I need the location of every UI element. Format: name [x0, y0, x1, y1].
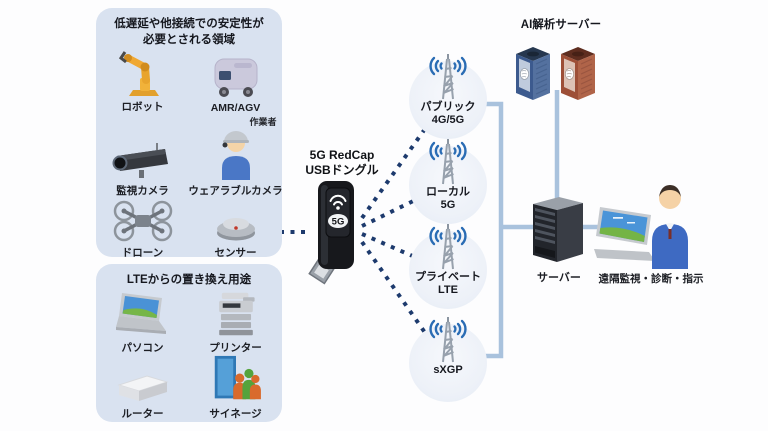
- dongle-5g-badge: 5G: [332, 217, 345, 228]
- dongle-to-local5g-dotted-line: [361, 186, 441, 228]
- box-title-line2: 必要とされる領域: [143, 33, 235, 46]
- operator-person-icon: [652, 185, 688, 269]
- surveillance-camera-icon: [112, 143, 168, 179]
- network-local-label-line2: 5G: [440, 199, 456, 212]
- usb-dongle-icon: 5G: [308, 181, 354, 285]
- sensor-label: センサー: [214, 247, 257, 260]
- router-item: ルーター: [98, 355, 188, 421]
- box-title-line1: 低遅延や他接続での安定性が: [114, 18, 264, 30]
- antenna-tower-icon: [429, 224, 467, 270]
- drone-label: ドローン: [121, 247, 164, 260]
- network-private-label-line2: LTE: [438, 284, 458, 297]
- amr-agv-icon: [214, 58, 257, 98]
- network-public-4g5g: パブリック 4G/5G: [409, 54, 487, 139]
- network-private-label-line1: プライベート: [415, 271, 481, 283]
- robot-item: ロボット: [98, 50, 188, 114]
- worker-label: 作業者: [249, 117, 277, 128]
- lte-box-title: LTEからの置き換え用途: [126, 274, 252, 286]
- network-sxgp: sXGP: [409, 317, 487, 402]
- signage-item: サイネージ: [191, 355, 281, 421]
- network-bracket-line: [481, 101, 504, 359]
- lte-replacement-box: LTEからの置き換え用途 パソコン: [96, 264, 282, 422]
- lte-devices-grid: パソコン プリンター: [96, 291, 282, 421]
- amr-agv-label: AMR/AGV: [210, 102, 261, 115]
- drone-icon: [113, 200, 172, 242]
- printer-item: プリンター: [191, 291, 281, 355]
- antenna-tower-icon: [429, 317, 467, 363]
- dongle-to-privatelte-dotted-line: [361, 232, 441, 270]
- network-public-label-line2: 4G/5G: [431, 114, 465, 127]
- laptop-icon: [115, 292, 166, 334]
- network-public-label-line1: パブリック: [420, 101, 476, 113]
- amr-agv-item: AMR/AGV: [191, 50, 281, 114]
- wearable-camera-label: ウェアラブルカメラ: [188, 185, 283, 198]
- surveillance-camera-item: 監視カメラ: [98, 114, 188, 198]
- robot-icon: [118, 51, 159, 97]
- pc-item: パソコン: [98, 291, 188, 355]
- server-tower-icon: [533, 197, 583, 262]
- sensor-icon: [216, 218, 255, 241]
- antenna-tower-icon: [429, 139, 467, 185]
- low-latency-areas-box: 低遅延や他接続での安定性が 必要とされる領域 ロボット: [96, 8, 283, 260]
- sensor-item: センサー: [191, 198, 281, 260]
- router-icon: [116, 374, 169, 401]
- network-sxgp-label-line1: sXGP: [433, 364, 463, 376]
- router-label: ルーター: [121, 407, 164, 420]
- dongle-to-sxgp-dotted-line: [360, 240, 446, 362]
- dongle-title-line1: 5G RedCap: [309, 148, 375, 162]
- network-private-lte: プライベート LTE: [409, 224, 487, 309]
- drone-item: ドローン: [98, 198, 188, 260]
- surveillance-camera-label: 監視カメラ: [116, 185, 169, 198]
- server-label: サーバー: [537, 272, 581, 284]
- antenna-tower-icon: [429, 54, 467, 100]
- printer-label: プリンター: [209, 341, 262, 354]
- signage-icon: [214, 355, 261, 399]
- wearable-camera-item: 作業者 ウェアラブルカメラ: [188, 114, 283, 198]
- devices-grid: ロボット AMR/AGV: [96, 50, 283, 260]
- low-latency-box-title: 低遅延や他接続での安定性が 必要とされる領域: [96, 8, 282, 48]
- ai-analysis-server-blue-icon: [516, 47, 550, 100]
- dongle-title-line2: USBドングル: [305, 163, 379, 177]
- pc-label: パソコン: [121, 341, 164, 354]
- printer-icon: [218, 292, 255, 335]
- ai-analysis-server-red-icon: [561, 47, 595, 100]
- monitoring-laptop-icon: [594, 207, 655, 261]
- dongle-title: 5G RedCap USBドングル: [294, 148, 390, 178]
- network-local-label-line1: ローカル: [426, 186, 470, 198]
- remote-monitoring-label: 遠隔監視・診断・指示: [598, 273, 704, 285]
- robot-label: ロボット: [121, 101, 164, 114]
- network-local-5g: ローカル 5G: [409, 139, 487, 224]
- ai-server-label: AI解析サーバー: [520, 19, 602, 31]
- signage-label: サイネージ: [209, 407, 262, 420]
- wearable-camera-icon: [221, 131, 250, 181]
